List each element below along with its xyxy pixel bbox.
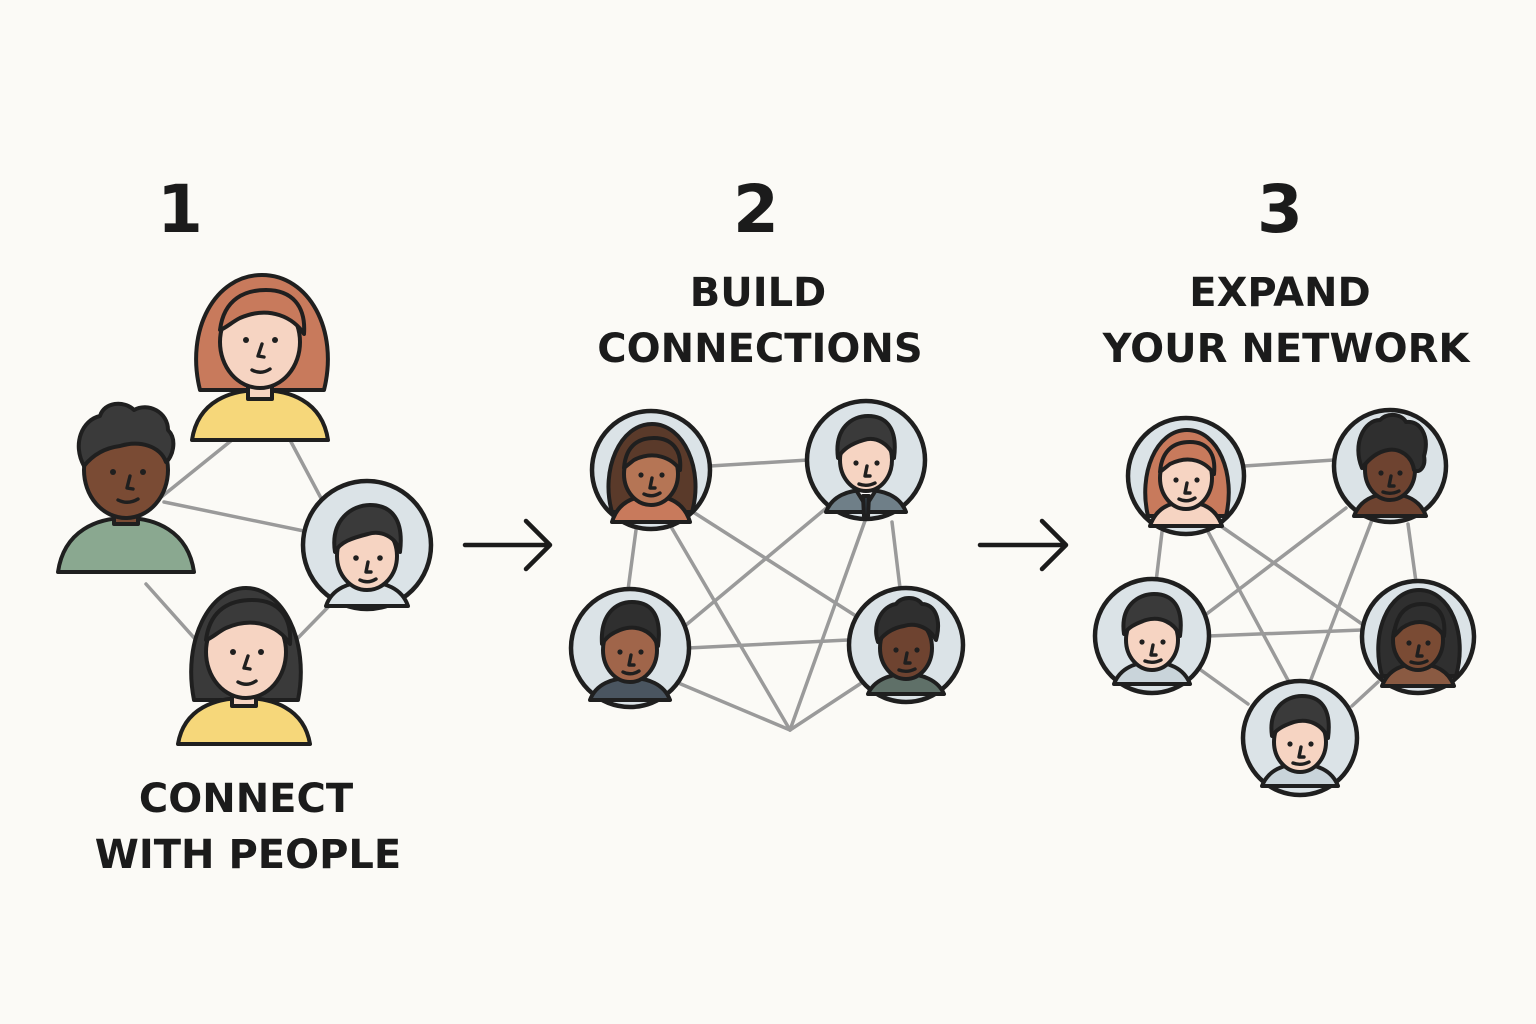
- avatar-icon: [1240, 678, 1360, 798]
- step-1-label-line-2: WITH PEOPLE: [95, 832, 401, 878]
- step-1-edges: [144, 438, 337, 642]
- step-3-label-line-1: EXPAND: [1189, 270, 1370, 316]
- step-1: 1: [56, 171, 434, 878]
- step-2: 2 BUILD CONNECTIONS: [568, 171, 966, 732]
- edge: [144, 582, 198, 642]
- edge: [158, 438, 234, 500]
- edge: [1194, 506, 1348, 624]
- edge: [1196, 666, 1250, 706]
- edge: [1308, 518, 1374, 684]
- edge: [626, 528, 638, 592]
- step-3-label-line-2: YOUR NETWORK: [1102, 326, 1472, 372]
- right-arrow-icon: [977, 518, 1069, 572]
- step-2-label-line-2: CONNECTIONS: [597, 326, 922, 372]
- avatar-icon: [1359, 578, 1477, 696]
- edge: [1206, 628, 1364, 638]
- edge: [678, 503, 832, 632]
- person-icon: [190, 273, 330, 442]
- edge: [668, 523, 792, 732]
- edge: [788, 516, 868, 732]
- avatar-icon: [300, 478, 434, 612]
- edge: [788, 678, 868, 732]
- edge: [1406, 522, 1418, 584]
- step-2-number: 2: [733, 171, 779, 248]
- edge: [288, 438, 324, 502]
- step-2-edges: [626, 458, 902, 732]
- avatar-icon: [804, 398, 928, 522]
- edge: [686, 638, 850, 650]
- edge: [688, 508, 872, 627]
- step-3-number: 3: [1257, 171, 1303, 248]
- avatar-icon: [1092, 576, 1212, 696]
- step-1-label-line-1: CONNECT: [139, 776, 354, 822]
- person-icon: [56, 401, 196, 574]
- step-1-number: 1: [157, 171, 203, 248]
- right-arrow-icon: [462, 518, 553, 572]
- avatar-icon: [846, 585, 966, 705]
- step-2-label-line-1: BUILD: [690, 270, 827, 316]
- avatar-icon: [568, 586, 692, 710]
- edge: [1154, 530, 1164, 584]
- person-icon: [176, 586, 312, 746]
- edge: [162, 500, 306, 533]
- edge: [1242, 458, 1336, 468]
- avatar-icon: [1125, 415, 1247, 537]
- edge: [890, 520, 902, 590]
- edge: [1350, 680, 1380, 708]
- avatar-icon: [1331, 407, 1449, 525]
- edge: [674, 680, 792, 732]
- edge: [708, 458, 810, 468]
- step-3-edges: [1154, 458, 1418, 708]
- avatar-icon: [589, 408, 713, 532]
- edge: [1204, 526, 1292, 686]
- step-3: 3 EXPAND YOUR NETWORK: [1092, 171, 1477, 798]
